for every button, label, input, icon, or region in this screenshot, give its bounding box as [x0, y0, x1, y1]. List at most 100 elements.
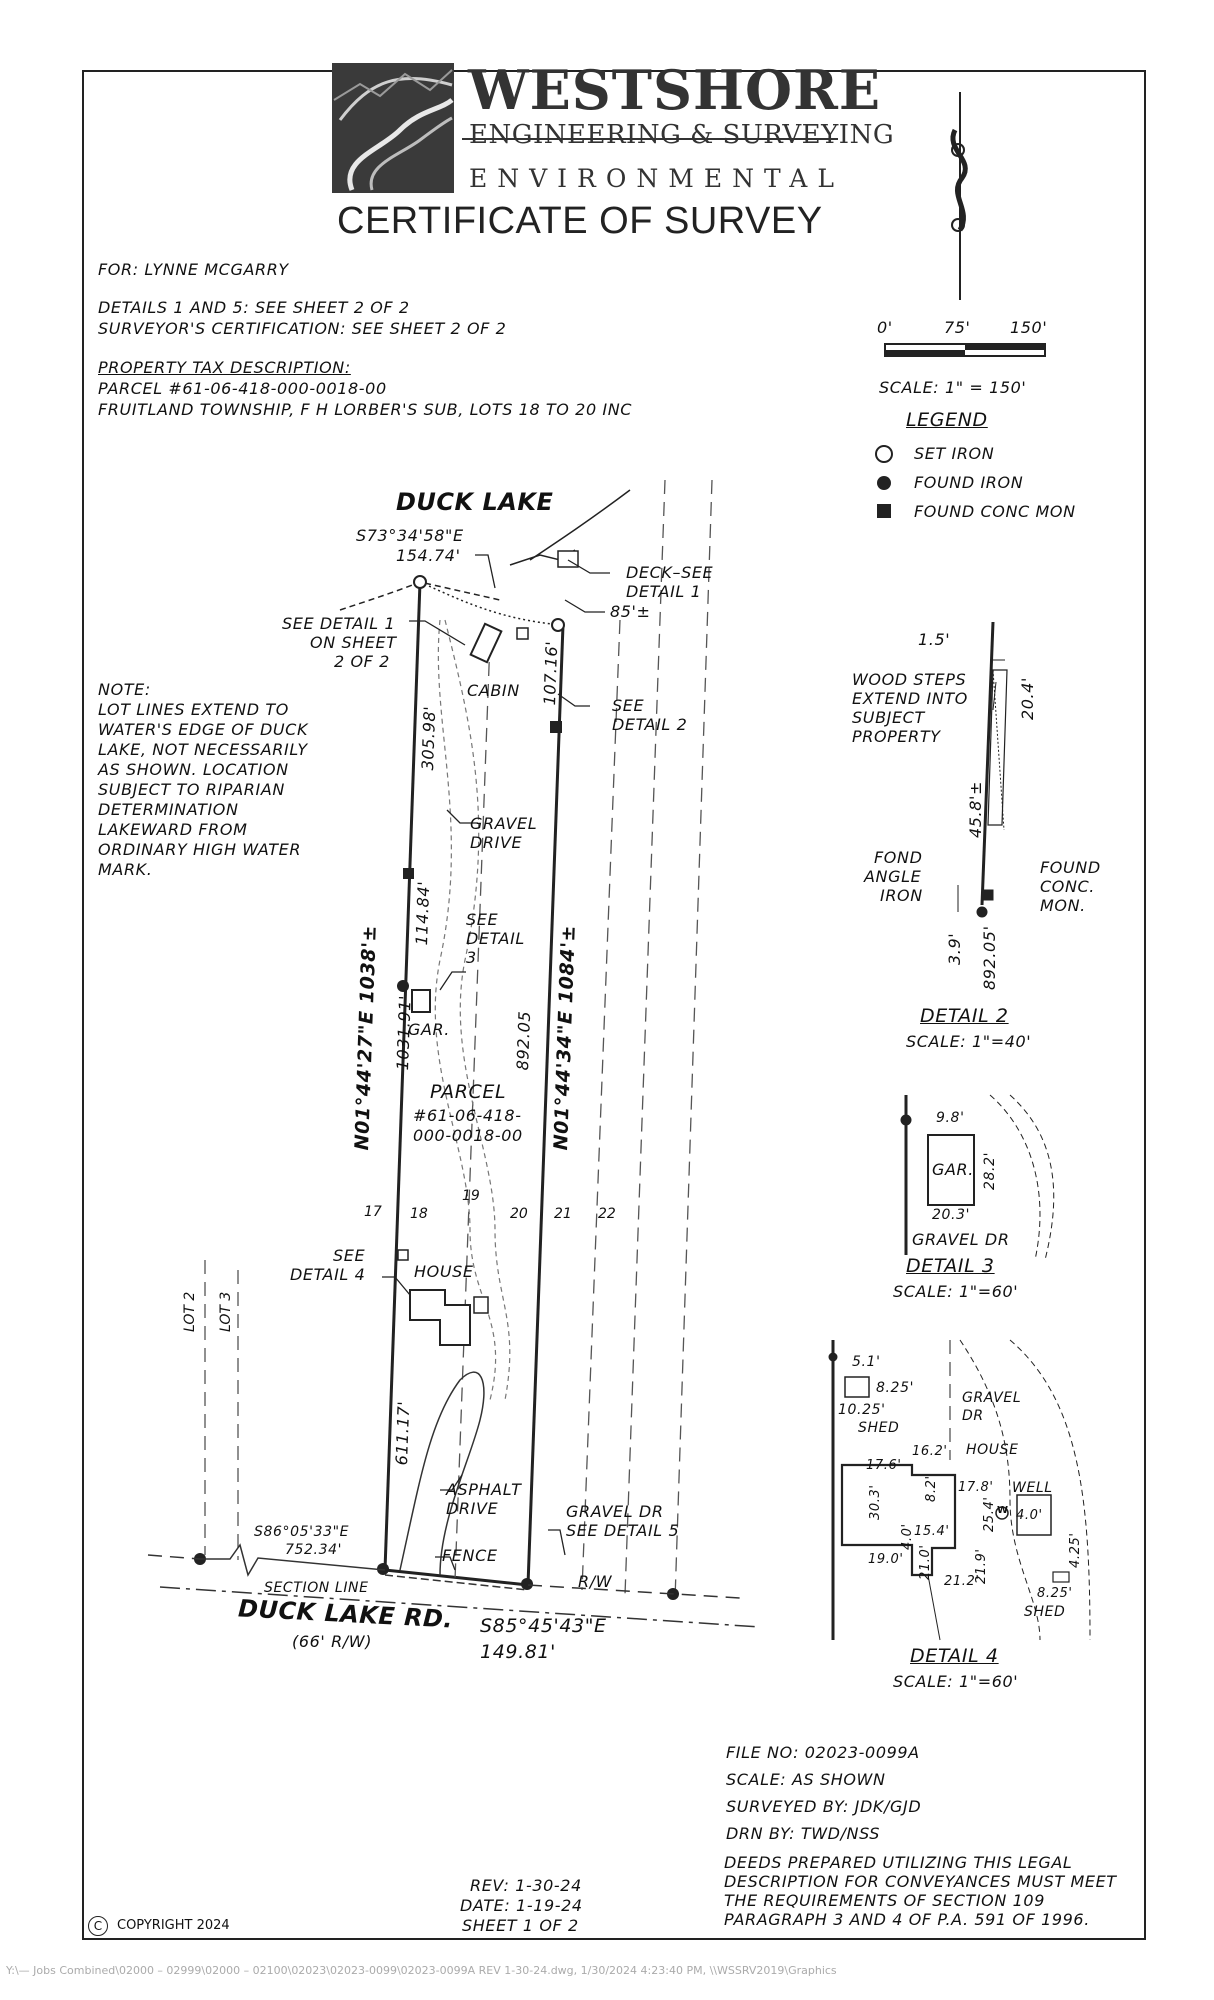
brand-line-3: ENVIRONMENTAL	[469, 164, 844, 193]
scale-tick-150: 150'	[1010, 318, 1048, 337]
note-line: LOT LINES EXTEND TO	[98, 700, 289, 719]
lot-2-label: LOT 2	[182, 1291, 198, 1332]
deck-label-2: DETAIL 1	[626, 582, 702, 601]
detail-4-drawing	[828, 1339, 1091, 1641]
detail3-distance-28-2: 28.2'	[982, 1151, 998, 1190]
well-symbol: W	[997, 1505, 1009, 1516]
see-detail-2-line-2: DETAIL 2	[612, 715, 688, 734]
asphalt-drive-line-2: DRIVE	[446, 1499, 499, 1518]
detail4-distance-8-25-b: 8.25'	[1037, 1586, 1073, 1601]
house-label: HOUSE	[414, 1262, 474, 1281]
duck-lake-label: DUCK LAKE	[396, 488, 554, 516]
detail2-distance-3-9: 3.9'	[945, 932, 964, 965]
revision-date: REV: 1-30-24	[470, 1876, 582, 1895]
file-number: FILE NO: 02023-0099A	[726, 1743, 920, 1762]
right-of-way-label: R/W	[578, 1572, 613, 1591]
detail4-distance-4-0-a: 4.0'	[1016, 1508, 1043, 1523]
detail4-gravel-2: DR	[962, 1408, 984, 1424]
detail3-gravel-dr: GRAVEL DR	[912, 1230, 1010, 1249]
detail2-scale: SCALE: 1"=40'	[906, 1032, 1032, 1051]
note-line: DETERMINATION	[98, 800, 239, 819]
distance-85: 85'±	[610, 602, 651, 621]
parcel-label-2: #61-06-418-	[413, 1106, 522, 1125]
detail2-wood-steps-3: SUBJECT	[852, 708, 925, 727]
gravel-drive-line-1: GRAVEL	[470, 814, 538, 833]
detail4-distance-16-2: 16.2'	[912, 1444, 948, 1459]
gravel-dr-line-1: GRAVEL DR	[566, 1502, 664, 1521]
see-detail-4-line-1: SEE	[333, 1246, 366, 1265]
details-line: DETAILS 1 AND 5: SEE SHEET 2 OF 2	[98, 298, 410, 317]
detail-3-drawing	[900, 1094, 1055, 1261]
scale-label: SCALE: 1" = 150'	[879, 378, 1027, 397]
legend-title: LEGEND	[906, 409, 988, 431]
copyright-icon: C	[88, 1916, 108, 1936]
tax-description-heading: PROPERTY TAX DESCRIPTION:	[98, 358, 351, 377]
note-line: AS SHOWN. LOCATION	[98, 760, 289, 779]
bottom-distance: 149.81'	[480, 1641, 556, 1663]
detail4-distance-10-25: 10.25'	[838, 1402, 886, 1418]
detail4-shed: SHED	[858, 1420, 900, 1436]
bottom-bearing: S85°45'43"E	[480, 1615, 607, 1637]
detail2-fond-angle-2: ANGLE	[864, 867, 922, 886]
detail4-distance-4-25: 4.25'	[1068, 1532, 1083, 1568]
detail4-scale: SCALE: 1"=60'	[893, 1672, 1019, 1691]
detail4-distance-25-4: 25.4'	[982, 1496, 997, 1532]
client-line: FOR: LYNNE MCGARRY	[98, 260, 289, 279]
detail3-distance-20-3: 20.3'	[932, 1207, 971, 1223]
legend-item-found-iron: FOUND IRON	[914, 473, 1024, 492]
detail2-found-conc-2: CONC.	[1040, 877, 1095, 896]
detail2-wood-steps-1: WOOD STEPS	[852, 670, 967, 689]
file-scale: SCALE: AS SHOWN	[726, 1770, 886, 1789]
see-detail-3-line-2: DETAIL	[466, 929, 525, 948]
detail4-distance-21-9: 21.9'	[974, 1548, 989, 1584]
lot-number: 17	[364, 1204, 382, 1220]
deeds-notice: DEEDS PREPARED UTILIZING THIS LEGAL DESC…	[724, 1853, 1117, 1929]
lot-3-label: LOT 3	[218, 1291, 234, 1332]
surveyed-by: SURVEYED BY: JDK/GJD	[726, 1797, 922, 1816]
detail4-distance-8-25: 8.25'	[876, 1380, 915, 1396]
detail4-distance-21-2: 21.2'	[944, 1574, 980, 1589]
top-bearing: S73°34'58"E	[356, 526, 464, 545]
detail3-distance-9-8: 9.8'	[936, 1110, 965, 1126]
document-title: CERTIFICATE OF SURVEY	[337, 200, 823, 242]
legend-item-set-iron: SET IRON	[914, 444, 995, 463]
drawn-by: DRN BY: TWD/NSS	[726, 1824, 881, 1843]
lot-number: 20	[510, 1206, 528, 1222]
parcel-number: PARCEL #61-06-418-000-0018-00	[98, 379, 387, 398]
see-detail-1-line-1: SEE DETAIL 1	[282, 614, 396, 633]
detail3-title: DETAIL 3	[906, 1255, 995, 1277]
detail-2-drawing	[957, 621, 1008, 918]
lot-number: 19	[462, 1188, 480, 1204]
detail2-found-conc-3: MON.	[1040, 896, 1086, 915]
brand-name: WESTSHORE	[468, 58, 882, 122]
detail2-fond-angle-1: FOND	[874, 848, 923, 867]
southwest-distance: 752.34'	[285, 1542, 343, 1558]
brand-line-2: ENGINEERING & SURVEYING	[469, 120, 895, 150]
detail2-distance-45-8: 45.8'±	[966, 780, 985, 838]
detail4-distance-15-4: 15.4'	[914, 1524, 950, 1539]
detail4-shed-2: SHED	[1024, 1604, 1066, 1620]
parcel-label-1: PARCEL	[430, 1081, 507, 1103]
detail4-distance-8-2: 8.2'	[924, 1475, 939, 1502]
lot-number: 18	[410, 1206, 428, 1222]
drawing-date: DATE: 1-19-24	[460, 1896, 583, 1915]
deck-label-1: DECK–SEE	[626, 563, 714, 582]
detail4-distance-5-1: 5.1'	[852, 1354, 881, 1370]
detail2-title: DETAIL 2	[920, 1005, 1009, 1027]
see-detail-1-line-2: ON SHEET	[310, 633, 397, 652]
set-iron-symbol	[875, 445, 893, 463]
detail4-distance-19-0: 19.0'	[868, 1552, 904, 1567]
detail4-well: WELL	[1012, 1480, 1053, 1496]
sheet-border	[82, 70, 1146, 1940]
southwest-bearing: S86°05'33"E	[254, 1524, 350, 1540]
detail3-scale: SCALE: 1"=60'	[893, 1282, 1019, 1301]
lot-lines-note: NOTE: LOT LINES EXTEND TO WATER'S EDGE O…	[98, 680, 308, 880]
note-line: NOTE:	[98, 680, 151, 699]
scale-tick-0: 0'	[877, 318, 893, 337]
detail2-wood-steps-4: PROPERTY	[852, 727, 941, 746]
detail2-distance-20-4: 20.4'	[1018, 676, 1037, 720]
see-detail-2-line-1: SEE	[612, 696, 645, 715]
note-line: LAKEWARD FROM	[98, 820, 248, 839]
distance-892: 892.05	[513, 1010, 535, 1071]
surveyor-cert-line: SURVEYOR'S CERTIFICATION: SEE SHEET 2 OF…	[98, 319, 507, 338]
